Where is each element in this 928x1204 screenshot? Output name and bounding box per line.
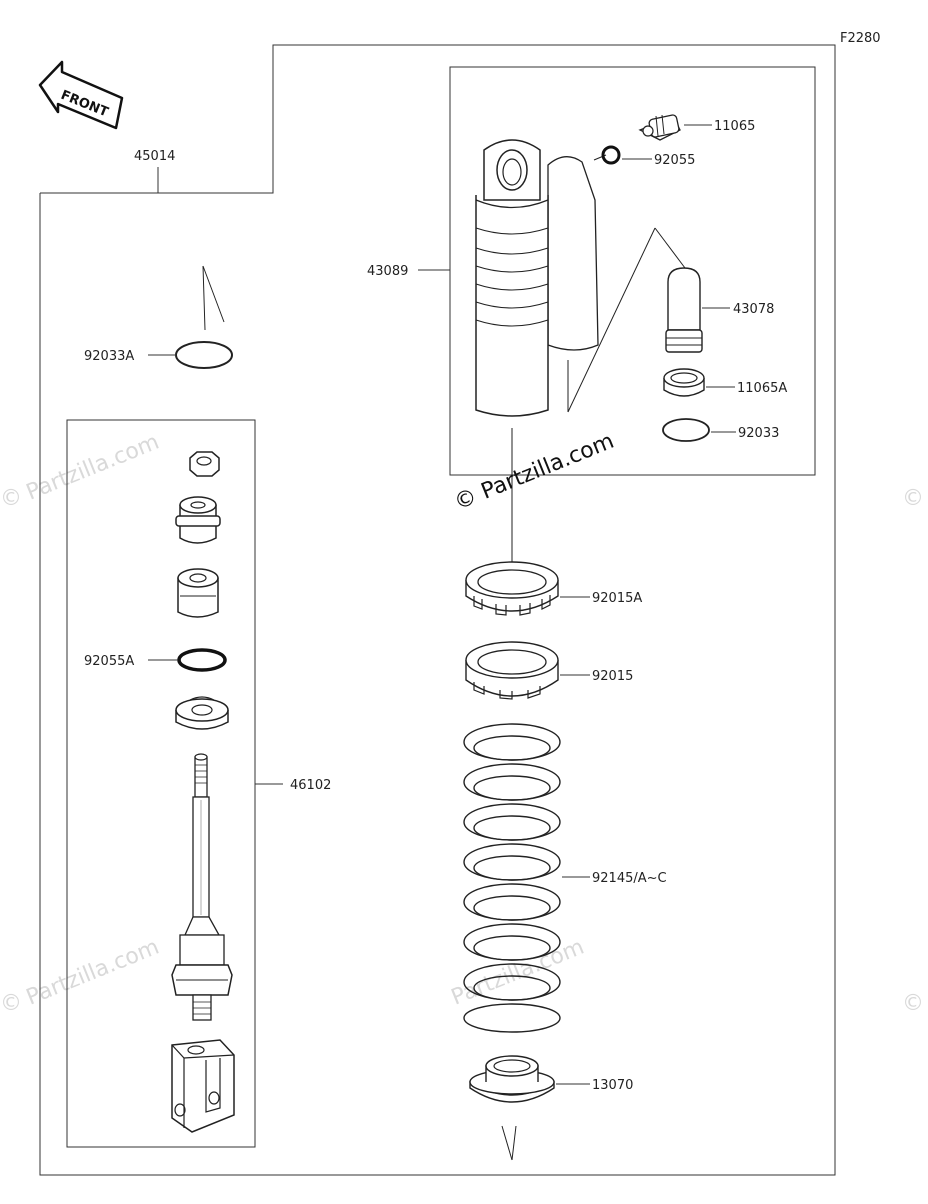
adjuster-nut-92015 bbox=[465, 641, 559, 700]
watermark-text: Partzilla.com bbox=[23, 935, 163, 1011]
part-label-11065: 11065 bbox=[714, 119, 755, 134]
part-label-92145: 92145/A~C bbox=[592, 871, 667, 886]
watermark-fragment: © bbox=[902, 486, 924, 511]
part-label-92055: 92055 bbox=[654, 153, 695, 168]
ref-code: F2280 bbox=[840, 31, 881, 46]
main-frame bbox=[39, 44, 836, 1176]
piston-rod bbox=[171, 753, 233, 1021]
part-label-45014: 45014 bbox=[134, 149, 175, 164]
locknut-92015A bbox=[465, 561, 559, 616]
part-label-43089: 43089 bbox=[367, 264, 408, 279]
spring-seat-13070 bbox=[469, 1055, 555, 1103]
shock-body bbox=[475, 139, 599, 590]
part-label-92015: 92015 bbox=[592, 669, 633, 684]
circlip-92033 bbox=[662, 418, 710, 442]
watermark-text: Partzilla.com bbox=[23, 430, 163, 506]
nut bbox=[189, 451, 220, 477]
part-label-92033: 92033 bbox=[738, 426, 779, 441]
oring-92055A bbox=[177, 648, 227, 672]
watermark-group: Partzilla.com Partzilla.com Partzilla.co… bbox=[0, 430, 924, 1016]
washer bbox=[175, 696, 229, 730]
part-label-43078: 43078 bbox=[733, 302, 774, 317]
part-label-92015A: 92015A bbox=[592, 591, 642, 606]
watermark-fragment: © bbox=[902, 991, 924, 1016]
valve-11065 bbox=[638, 114, 681, 141]
part-label-92033A: 92033A bbox=[84, 349, 134, 364]
watermark-main: © Partzilla.com bbox=[451, 429, 618, 516]
cap-11065A bbox=[663, 368, 705, 397]
part-label-11065A: 11065A bbox=[737, 381, 787, 396]
oring-92055 bbox=[601, 145, 621, 165]
bushing-upper bbox=[175, 496, 221, 544]
watermark-fragment: © bbox=[0, 486, 22, 511]
watermark-fragment: © bbox=[0, 991, 22, 1016]
subassembly-box-43089 bbox=[449, 66, 816, 476]
subassembly-box-46102 bbox=[66, 419, 256, 1148]
front-arrow-icon: FRONT bbox=[38, 60, 124, 130]
coil-spring bbox=[463, 723, 561, 1033]
part-label-13070: 13070 bbox=[592, 1078, 633, 1093]
circlip-92033A bbox=[148, 265, 233, 369]
rod-end-clevis bbox=[171, 1039, 235, 1133]
part-label-46102: 46102 bbox=[290, 778, 331, 793]
part-label-92055A: 92055A bbox=[84, 654, 134, 669]
bladder-43078 bbox=[665, 267, 703, 353]
bushing-middle bbox=[177, 568, 219, 618]
